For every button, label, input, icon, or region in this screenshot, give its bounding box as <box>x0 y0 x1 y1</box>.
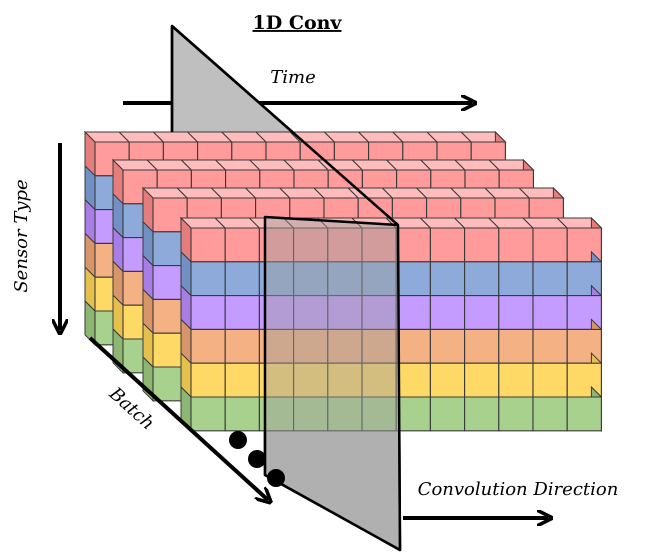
cube-front-face <box>395 295 431 330</box>
batch-layer-4 <box>179 216 603 433</box>
cube-front-face <box>532 328 568 364</box>
cube-front-face <box>190 295 226 330</box>
cube-front-face <box>395 227 431 263</box>
data-cube-stack <box>83 130 603 433</box>
cube-front-face <box>498 227 534 263</box>
cube-front-face <box>429 328 466 364</box>
cube-front-face <box>498 362 534 398</box>
cube-front-face <box>395 328 431 364</box>
plane-edge-top <box>171 25 399 226</box>
cube-front-face <box>532 227 568 263</box>
cube-front-face <box>395 362 431 398</box>
cube-front-face <box>532 362 568 398</box>
cube-front-face <box>429 396 466 432</box>
cube-front-face <box>464 227 500 263</box>
ellipsis-dot-2 <box>248 450 266 468</box>
cube-front-face <box>498 295 534 330</box>
ellipsis-dot-1 <box>229 431 247 449</box>
cube-front-face <box>429 362 466 398</box>
cube-front-face <box>190 362 226 398</box>
cube-front-face <box>224 261 260 297</box>
cube-front-face <box>464 328 500 364</box>
convolution-plane-front <box>263 215 402 552</box>
cube-front-face <box>464 362 500 398</box>
convolution-direction-label: Convolution Direction <box>418 479 619 500</box>
cube-front-face <box>429 295 466 330</box>
ellipsis-dot-3 <box>267 469 285 487</box>
cube-front-face <box>190 328 226 364</box>
cube-front-face <box>464 261 500 297</box>
cube-front-face <box>224 362 260 398</box>
cube-front-face <box>498 261 534 297</box>
cube-front-face <box>190 227 226 263</box>
cube-front-face <box>395 261 431 297</box>
cube-front-face <box>532 396 568 432</box>
cube-front-face <box>224 396 260 432</box>
sensor-type-label: Sensor Type <box>11 179 32 292</box>
cube-front-face <box>224 295 260 330</box>
cube-front-face <box>566 396 602 432</box>
cube-front-face <box>429 261 466 297</box>
cube-front-face <box>224 328 260 364</box>
cube-front-face <box>532 261 568 297</box>
cube-front-face <box>464 396 500 432</box>
cube-front-face <box>190 396 226 432</box>
cube-front-face <box>464 295 500 330</box>
time-label: Time <box>270 67 315 88</box>
cube-front-face <box>395 396 431 432</box>
cube-front-face <box>498 328 534 364</box>
cube-front-face <box>429 227 466 263</box>
cube-front-face <box>532 295 568 330</box>
cube-front-face <box>224 227 260 263</box>
cube-front-face <box>190 261 226 297</box>
cube-front-face <box>498 396 534 432</box>
diagram-title: 1D Conv <box>253 12 343 34</box>
batch-arrow <box>88 336 268 500</box>
